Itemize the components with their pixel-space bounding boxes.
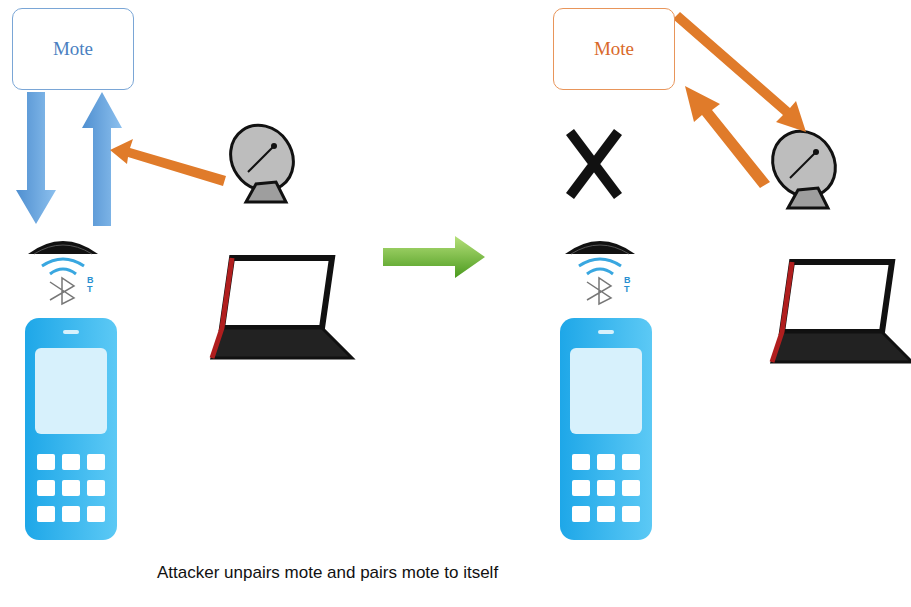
- node-label: Mote: [53, 38, 93, 60]
- node-label: Mote: [594, 38, 634, 60]
- caption: Attacker unpairs mote and pairs mote to …: [157, 563, 498, 583]
- mote-box: Mote: [553, 8, 675, 90]
- bluetooth-label: BT: [87, 276, 92, 294]
- mote-box: Mote: [12, 8, 134, 90]
- bluetooth-label: BT: [624, 276, 629, 294]
